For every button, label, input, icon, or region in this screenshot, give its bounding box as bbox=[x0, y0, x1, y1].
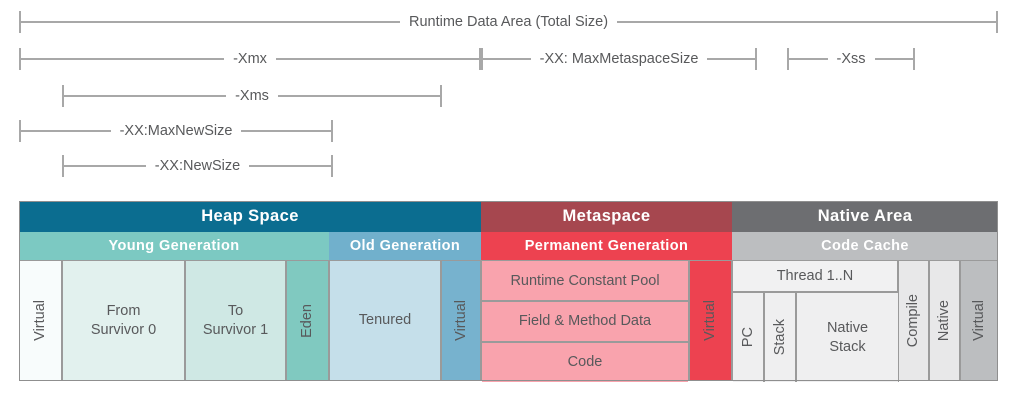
cell-label-from-survivor-0: From Survivor 0 bbox=[90, 303, 157, 338]
measure-label: -Xms bbox=[235, 87, 269, 104]
measure-label: -Xss bbox=[836, 50, 866, 67]
cell-label-to-survivor-1: To Survivor 1 bbox=[202, 303, 269, 338]
cell-runtime-constant-pool: Runtime Constant Pool bbox=[482, 261, 688, 302]
measure-cap-left bbox=[62, 85, 64, 107]
cell-native-virtual: Virtual bbox=[960, 260, 998, 381]
measure-cap-left bbox=[19, 11, 21, 33]
measure-cap-right bbox=[331, 120, 333, 142]
measure-cap-right bbox=[913, 48, 915, 70]
measure-rule-left bbox=[21, 58, 225, 60]
measure-rule-left bbox=[21, 130, 111, 132]
measure-label: Runtime Data Area (Total Size) bbox=[408, 13, 609, 30]
cell-label-native-virtual: Virtual bbox=[970, 300, 987, 341]
subsection-title-code-cache: Code Cache bbox=[732, 232, 998, 260]
cell-young-virtual: Virtual bbox=[19, 260, 62, 381]
cell-code: Code bbox=[482, 341, 688, 382]
cell-from-survivor-0: From Survivor 0 bbox=[62, 260, 185, 381]
measure-rule-right bbox=[617, 21, 996, 23]
measure-max-metaspace-size: -XX: MaxMetaspaceSize bbox=[481, 47, 758, 71]
cell-label-pc: PC bbox=[739, 327, 756, 348]
measure-rule-left bbox=[21, 21, 400, 23]
cell-native: Native bbox=[929, 260, 960, 381]
section-title-metaspace: Metaspace bbox=[481, 201, 732, 232]
subsection-body-young-generation: Virtual From Survivor 0 To Survivor 1 Eden bbox=[19, 260, 329, 381]
measure-rule-right bbox=[277, 95, 440, 97]
section-title-native-area: Native Area bbox=[732, 201, 998, 232]
cell-label-compile: Compile bbox=[905, 293, 922, 348]
measure-rule-left bbox=[483, 58, 531, 60]
cell-label-stack: Stack bbox=[771, 319, 788, 356]
measure-rule-right bbox=[707, 58, 756, 60]
cell-label-young-virtual: Virtual bbox=[32, 300, 49, 341]
measure-cap-right bbox=[331, 155, 334, 177]
measure-runtime-data-area: Runtime Data Area (Total Size) bbox=[19, 10, 998, 34]
measure-new-size: -XX:NewSize bbox=[62, 154, 334, 178]
cell-label-eden: Eden bbox=[299, 303, 316, 338]
cell-old-virtual: Virtual bbox=[441, 260, 481, 381]
cell-label-metaspace-virtual: Virtual bbox=[702, 300, 719, 341]
measure-rule-right bbox=[275, 58, 479, 60]
subsection-body-code-cache: Thread 1..N PC Stack Native Stack Compile Nat… bbox=[732, 260, 998, 382]
measure-xms: -Xms bbox=[62, 84, 442, 108]
measure-cap-right bbox=[996, 11, 998, 33]
subsection-body-old-generation: Tenured Virtual bbox=[329, 260, 481, 381]
cell-compile: Compile bbox=[898, 260, 929, 381]
cell-tenured: Tenured bbox=[329, 260, 441, 381]
measure-cap-left bbox=[481, 48, 483, 70]
cell-field-and-method-data: Field & Method Data bbox=[482, 301, 688, 342]
measure-label: -XX:NewSize bbox=[154, 157, 241, 174]
subsection-title-old-generation: Old Generation bbox=[329, 232, 481, 260]
measure-cap-left bbox=[62, 155, 64, 177]
measure-label: -Xmx bbox=[233, 50, 267, 67]
measure-rule-left bbox=[64, 95, 227, 97]
cell-metaspace-virtual: Virtual bbox=[689, 260, 732, 381]
measure-rule-right bbox=[874, 58, 913, 60]
measure-rule-right bbox=[241, 130, 331, 132]
cell-to-survivor-1: To Survivor 1 bbox=[185, 260, 286, 381]
measure-cap-left bbox=[19, 120, 21, 142]
measure-cap-left bbox=[787, 48, 789, 70]
measure-rule-left bbox=[64, 165, 146, 167]
subsection-title-young-generation: Young Generation bbox=[19, 232, 329, 260]
measure-rule-right bbox=[249, 165, 332, 167]
thread-header: Thread 1..N bbox=[733, 261, 897, 292]
measure-cap-right bbox=[440, 85, 442, 107]
measure-rule-left bbox=[789, 58, 828, 60]
measure-xss: -Xss bbox=[787, 47, 915, 71]
subsection-title-permanent-generation: Permanent Generation bbox=[481, 232, 732, 260]
cell-stack: Stack bbox=[764, 292, 796, 382]
measure-xmx: -Xmx bbox=[19, 47, 481, 71]
cell-label-native-stack: Native Stack bbox=[826, 320, 869, 355]
cell-native-stack: Native Stack bbox=[796, 292, 899, 382]
measure-max-new-size: -XX:MaxNewSize bbox=[19, 119, 333, 143]
cell-label-tenured: Tenured bbox=[358, 312, 412, 329]
cell-label-old-virtual: Virtual bbox=[452, 300, 469, 341]
cell-eden: Eden bbox=[286, 260, 329, 381]
measure-label: -XX:MaxNewSize bbox=[119, 122, 233, 139]
section-title-heap-space: Heap Space bbox=[19, 201, 481, 232]
measure-label: -XX: MaxMetaspaceSize bbox=[539, 50, 699, 67]
measure-cap-right bbox=[755, 48, 758, 70]
measure-cap-left bbox=[19, 48, 21, 70]
cell-label-native: Native bbox=[936, 299, 953, 342]
cell-thread-group: Thread 1..N PC Stack Native Stack bbox=[732, 260, 899, 382]
cell-pc: PC bbox=[733, 292, 764, 382]
measure-cap-right bbox=[479, 48, 481, 70]
